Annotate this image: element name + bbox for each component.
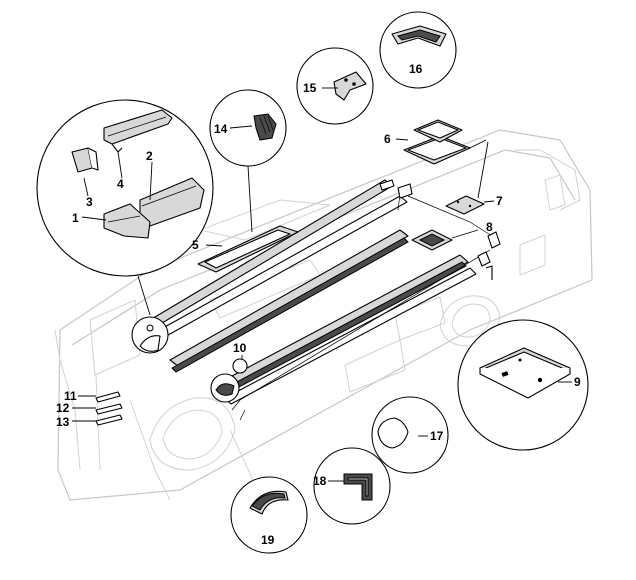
small-clip-parts — [477, 231, 501, 280]
part-8-plate — [411, 229, 479, 251]
callout-4: 4 — [117, 177, 124, 191]
callout-18: 18 — [313, 474, 327, 488]
part-1-joint — [103, 203, 151, 239]
callout-5: 5 — [192, 238, 199, 252]
parts-11-13 — [95, 391, 123, 426]
detail-circle-17 — [371, 396, 449, 474]
callout-9: 9 — [574, 375, 581, 389]
detail-circle-16 — [379, 11, 457, 89]
callout-16: 16 — [409, 62, 423, 76]
callout-14: 14 — [214, 122, 228, 136]
detail-circle-15 — [296, 47, 374, 125]
callout-17: 17 — [430, 429, 444, 443]
part-4-rail — [103, 109, 173, 145]
leaders-11-13 — [72, 395, 96, 422]
callout-10: 10 — [233, 341, 247, 355]
part-5-hatch — [197, 225, 299, 273]
detail-circle-14 — [209, 89, 287, 167]
callout-labels: 1 2 3 4 5 6 7 8 9 10 11 12 13 14 15 16 1… — [56, 62, 581, 547]
callout-15: 15 — [303, 81, 317, 95]
callout-3: 3 — [86, 195, 93, 209]
callout-6: 6 — [384, 132, 391, 146]
callout-7: 7 — [496, 194, 503, 208]
callout-12: 12 — [56, 401, 70, 415]
callout-2: 2 — [146, 149, 153, 163]
part-6-vent — [403, 119, 489, 199]
part-7-plate — [445, 195, 485, 215]
callout-8: 8 — [486, 220, 493, 234]
callout-13: 13 — [56, 415, 70, 429]
detail-circle-18 — [313, 447, 391, 525]
detail-circle-9 — [457, 319, 589, 451]
callout-11: 11 — [64, 389, 77, 403]
detail-circle-left — [36, 99, 214, 316]
callout-19: 19 — [261, 533, 275, 547]
leaders-misc — [205, 87, 572, 482]
callout-1: 1 — [72, 211, 79, 225]
rail-assembly — [131, 165, 493, 421]
detail-circle-19 — [230, 476, 308, 554]
